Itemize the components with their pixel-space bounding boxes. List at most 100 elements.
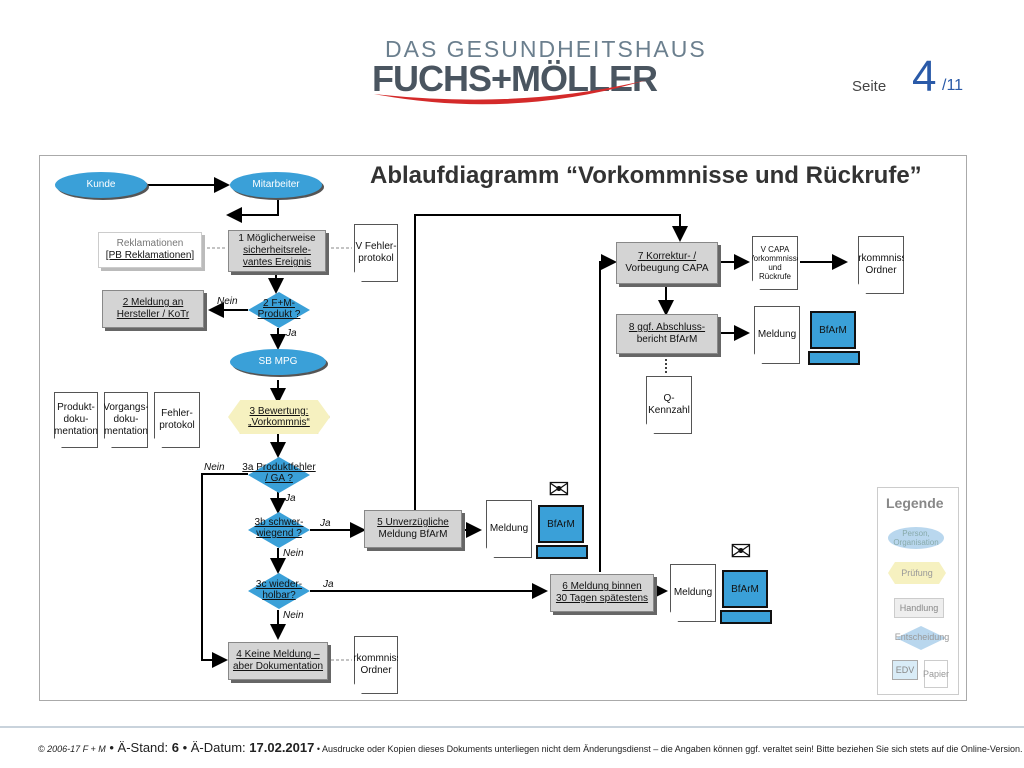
decision-2-line2: Produkt ? (257, 309, 301, 320)
node-fehlerprotokol-1: V Fehler- protokol (354, 224, 398, 282)
step3-label: 3 Bewertung:„Vorkommnis“ (228, 406, 330, 428)
page-number: 4 (912, 52, 937, 101)
step3-line1: 3 Bewertung: (249, 406, 309, 417)
step4-line1: 4 Keine Meldung – (236, 649, 320, 660)
legend-handlung-label: Handlung (899, 603, 939, 613)
edge-label-nein-d2: Nein (217, 296, 238, 307)
node-kunde-label: Kunde (86, 179, 116, 190)
step5-line2: Meldung BfArM (378, 529, 448, 540)
step2-line2: Hersteller / KoTr (116, 309, 190, 320)
node-vorkommnisse-ordner-1: Vorkommnisse- Ordner (354, 636, 398, 694)
qkenn-line2: Kennzahl (648, 405, 690, 416)
logo-tagline: DAS GESUNDHEITSHAUS (385, 36, 707, 62)
produktdoku-line2: doku- (63, 414, 89, 425)
legend (877, 487, 959, 695)
meldung6-label: Meldung (673, 587, 713, 598)
diagram-frame (39, 155, 967, 701)
d3c-line1: 3c wieder- (255, 579, 303, 590)
node-step6: 6 Meldung binnen 30 Tagen spätestens (550, 574, 654, 612)
node-produktdoku: Produkt- doku- mentation (54, 392, 98, 448)
edge-label-ja-d3a: Ja (285, 493, 296, 504)
fehler1-line1: V Fehler- (355, 241, 397, 252)
legend-person-label: Person, Organisation (893, 529, 939, 547)
vorkordner1-line1: Vorkommnisse- (341, 653, 411, 664)
node-step4: 4 Keine Meldung – aber Dokumentation (228, 642, 328, 680)
legend-handlung: Handlung (894, 598, 944, 618)
footer-stand-label: • Ä-Stand: (105, 740, 172, 755)
fehler1-line2: protokol (358, 253, 394, 264)
footer-datum: 17.02.2017 (249, 740, 315, 755)
node-meldung-6: Meldung (670, 564, 716, 622)
node-mitarbeiter: Mitarbeiter (230, 172, 322, 198)
node-vorkommnisse-ordner-2: Vorkommnisse- Ordner (858, 236, 904, 294)
edge-label-nein-d3c: Nein (283, 610, 304, 621)
footer-divider (0, 726, 1024, 728)
bfarm6-label: BfArM (722, 570, 768, 608)
logo-wordmark: FUCHS+MÖLLER (372, 58, 658, 99)
node-sbmpg: SB MPG (230, 349, 326, 375)
vorkordner2-line2: Ordner (865, 265, 897, 276)
sbmpg-label: SB MPG (258, 356, 298, 367)
decision-3c-label: 3c wieder-holbar? (240, 579, 318, 601)
bfarm8-label: BfArM (810, 311, 856, 349)
d3a-line2: / GA ? (265, 473, 293, 484)
step5-line1: 5 Unverzügliche (377, 517, 449, 528)
legend-entscheidung-label: Entscheidung (894, 632, 950, 642)
footer-note: • Ausdrucke oder Kopien dieses Dokuments… (314, 744, 1023, 754)
decision-3a-label: 3a Produktfehler/ GA ? (230, 462, 328, 484)
legend-pruefung: Prüfung (888, 562, 946, 584)
d3b-line2: wiegend ? (256, 528, 302, 539)
node-reklamationen: Reklamationen [PB Reklamationen] (98, 232, 202, 268)
step1-line1: 1 Möglicherweise (238, 233, 316, 244)
meldung8-label: Meldung (757, 329, 797, 340)
reklamationen-line2: [PB Reklamationen] (105, 250, 195, 261)
node-meldung-8: Meldung (754, 306, 800, 364)
node-step1: 1 Möglicherweise sicherheitsrele- vantes… (228, 230, 326, 272)
qkenn-line1: Q- (663, 393, 675, 404)
node-meldung-5: Meldung (486, 500, 532, 558)
node-step8: 8 ggf. Abschluss- bericht BfArM (616, 314, 718, 354)
vorgangsdoku-line3: mentation (104, 426, 148, 437)
node-vorgangsdoku: Vorgangs- doku- mentation (104, 392, 148, 448)
page-total: /11 (942, 77, 964, 94)
node-kunde: Kunde (55, 172, 147, 198)
vorgangsdoku-line2: doku- (113, 414, 139, 425)
step4-line2: aber Dokumentation (232, 661, 324, 672)
legend-edv: EDV (892, 660, 918, 680)
node-step5: 5 Unverzügliche Meldung BfArM (364, 510, 462, 548)
d3a-line1: 3a Produktfehler (242, 462, 316, 473)
node-mitarbeiter-label: Mitarbeiter (252, 179, 300, 190)
d3b-line1: 3b schwer- (254, 517, 304, 528)
step3-line2: „Vorkommnis“ (248, 417, 310, 428)
computer-bfarm-6: BfArM (720, 570, 772, 624)
produktdoku-line1: Produkt- (57, 402, 95, 413)
footer-text: © 2006-17 F + M • Ä-Stand: 6 • Ä-Datum: … (38, 740, 1022, 755)
node-fehlerprotokol-2: Fehler- protokol (154, 392, 200, 448)
vcapa-line1: V CAPA (760, 245, 790, 254)
vcapa-line3: und (768, 263, 782, 272)
node-step7: 7 Korrektur- / Vorbeugung CAPA (616, 242, 718, 284)
vcapa-line4: Rückrufe (758, 272, 791, 281)
vorkordner1-line2: Ordner (360, 665, 392, 676)
legend-person: Person, Organisation (888, 527, 944, 549)
step8-line2: bericht BfArM (636, 334, 698, 345)
legend-papier-label: Papier (923, 669, 950, 679)
edge-label-nein-d3b: Nein (283, 548, 304, 559)
footer-stand: 6 (171, 740, 179, 755)
vorkordner2-line1: Vorkommnisse- (846, 253, 916, 264)
fehler2-line2: protokol (159, 420, 195, 431)
fehler2-line1: Fehler- (161, 408, 193, 419)
edge-label-ja-d3b: Ja (320, 518, 331, 529)
meldung5-label: Meldung (489, 523, 529, 534)
computer-bfarm-5: BfArM (536, 505, 588, 559)
page-label: Seite (852, 78, 887, 95)
envelope-icon: ✉ (730, 536, 752, 566)
legend-papier: Papier (923, 660, 950, 688)
computer-bfarm-8: BfArM (808, 311, 860, 365)
logo-swoosh (374, 80, 647, 105)
step6-line2: 30 Tagen spätestens (555, 593, 649, 604)
node-vcapa: V CAPA Vorkommnisse und Rückrufe (752, 236, 798, 290)
vorgangsdoku-line1: Vorgangs- (103, 402, 149, 413)
envelope-icon: ✉ (548, 474, 570, 504)
